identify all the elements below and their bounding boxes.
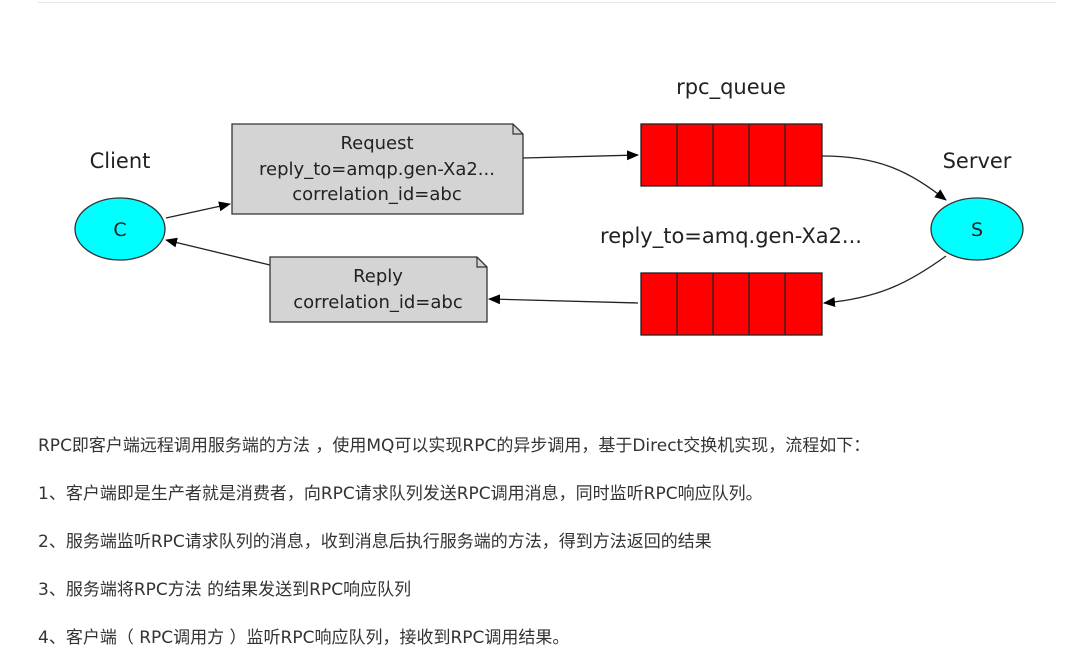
client-to-request-arrow: [165, 201, 231, 219]
request-correlation-id: correlation_id=abc: [292, 184, 461, 205]
step-4-paragraph: 4、客户端（ RPC调用方 ）监听RPC响应队列，接收到RPC调用结果。: [38, 628, 570, 648]
client-node: [74, 197, 166, 261]
reply-correlation-id: correlation_id=abc: [293, 292, 462, 313]
intro-paragraph: RPC即客户端远程调用服务端的方法 ，使用MQ可以实现RPC的异步调用，基于Di…: [38, 436, 871, 456]
server-to-reply-queue-arrow: [823, 255, 947, 307]
reply-to-client-arrow: [165, 237, 271, 266]
step-1-paragraph: 1、客户端即是生产者就是消费者，向RPC请求队列发送RPC调用消息，同时监听RP…: [38, 484, 763, 504]
reply-queue-label: reply_to=amq.gen-Xa2...: [600, 224, 862, 249]
request-message-fold: [512, 124, 523, 135]
rpc-queue: [640, 123, 823, 187]
client-label: Client: [90, 149, 151, 173]
client-node-label: C: [113, 219, 126, 241]
server-label: Server: [943, 149, 1012, 173]
server-node-label: S: [971, 219, 983, 241]
reply-queue-to-reply-arrow: [488, 294, 639, 305]
step-2-paragraph: 2、服务端监听RPC请求队列的消息，收到消息后执行服务端的方法，得到方法返回的结…: [38, 532, 712, 552]
description-text: RPC即客户端远程调用服务端的方法 ，使用MQ可以实现RPC的异步调用，基于Di…: [38, 430, 1068, 670]
rpc-queue-label: rpc_queue: [676, 75, 786, 100]
rpc-flow-diagram: Client C Server S Request reply_to=amqp.…: [74, 75, 1024, 336]
request-message-box: [231, 123, 524, 215]
rpc-queue-to-server-arrow: [821, 155, 947, 201]
reply-queue: [640, 272, 823, 336]
top-divider: [38, 2, 1056, 3]
reply-title: Reply: [353, 266, 403, 287]
request-to-rpc-queue-arrow: [522, 150, 639, 161]
request-title: Request: [340, 133, 413, 154]
reply-message-fold: [476, 257, 487, 268]
server-node: [930, 197, 1024, 261]
request-reply-to: reply_to=amqp.gen-Xa2...: [259, 159, 495, 180]
reply-message-box: [269, 256, 488, 323]
step-3-paragraph: 3、服务端将RPC方法 的结果发送到RPC响应队列: [38, 580, 412, 600]
